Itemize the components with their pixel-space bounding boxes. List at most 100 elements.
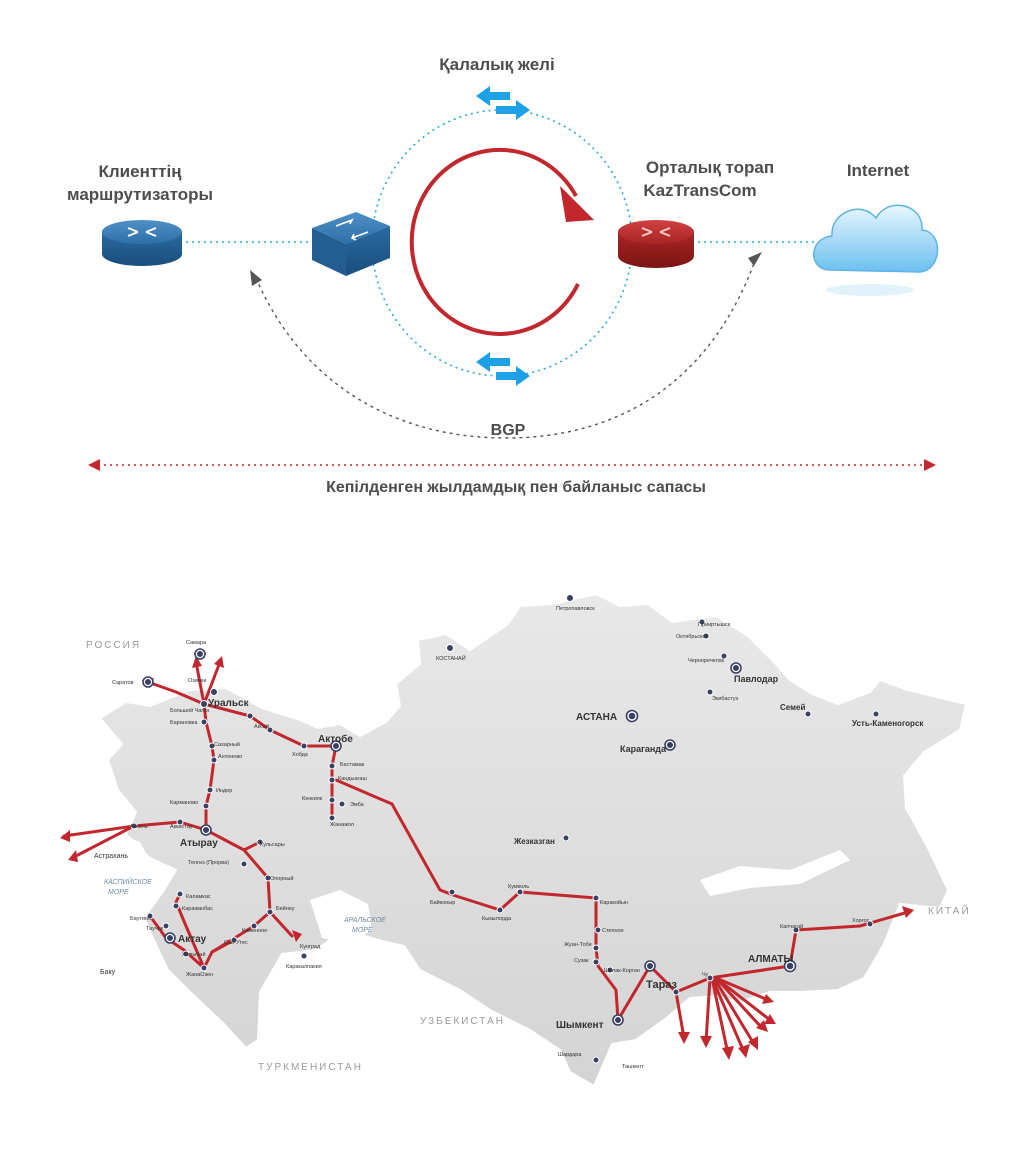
city-baku: Баку (100, 969, 116, 976)
city-bestamak: Бестамак (340, 762, 365, 768)
country-turkmenistan: ТУРКМЕНИСТАН (258, 1062, 363, 1073)
city-network-label: Қалалық желі (439, 55, 554, 74)
city-chernorechensk: Черноречеnsk (688, 658, 725, 664)
city-ekibastuz: Экибастуз (712, 696, 739, 702)
city-kungrad: Кунград (300, 944, 321, 950)
city-opornyi: Опорный (270, 875, 293, 882)
internet-cloud-icon (813, 204, 939, 296)
rotation-arrow-icon (409, 147, 580, 336)
city-ust-kamenogorsk: Усть-Каменогорск (852, 719, 924, 728)
kazakhstan-territory (98, 592, 968, 1088)
city-karaganda: Караганда (620, 744, 667, 754)
city-sholak-korgan: Шолак-Корган (604, 968, 640, 974)
city-aktobe: Актобе (318, 733, 353, 745)
city-zhanazhol: Жанажол (330, 822, 354, 828)
route-arrowheads (60, 656, 914, 1060)
city-inder: Индер (216, 788, 232, 794)
city-pavlodar: Павлодар (734, 674, 779, 684)
city-stepnoe: Степное (602, 928, 624, 934)
caspian-label-2: МОРЕ (108, 889, 129, 896)
hub-label-line1: Орталық торап (646, 158, 774, 177)
city-karakoyn: Каракойын (600, 899, 628, 906)
caspian-sea (58, 830, 150, 980)
city-beyneu: Бейнеу (276, 905, 295, 912)
city-akkol: Акколь (130, 824, 148, 830)
bottom-exchange-arrows-icon (476, 352, 530, 386)
city-kapchagai: Капчагай (780, 923, 803, 930)
city-suzak: Сузак (574, 958, 589, 964)
city-akkistau: Аккистау (170, 824, 193, 830)
city-bolshoy-chagan: Большой Чаган (170, 707, 209, 714)
city-tengiz: Тенгиз (Прорва) (188, 860, 229, 866)
city-semey: Семей (780, 703, 805, 712)
city-oktyabrsk: Октябрьское (676, 634, 709, 640)
caspian-label-1: КАСПИЙСКОЕ (104, 877, 152, 886)
rotation-arrowhead-icon (560, 186, 594, 222)
city-kalamkas: Каламкас (186, 894, 211, 900)
bgp-label: BGP (491, 422, 526, 439)
country-china: КИТАЙ (928, 904, 971, 917)
city-shardara: Шардара (558, 1052, 582, 1058)
city-zhezkazgan: Жезказган (513, 837, 555, 846)
top-exchange-arrows-icon (476, 86, 530, 120)
guarantee-arrow-right-icon (924, 459, 936, 471)
city-chu: Чу (702, 972, 709, 978)
city-sakharny: Сахарный (214, 741, 240, 748)
major-city-labels: АСТАНА АЛМАТЫ Уральск Актобе Атырау Акта… (178, 674, 924, 1031)
city-karakalpak: Каракалпакия (286, 964, 322, 970)
aral-label-1: АРАЛЬСКОЕ (343, 917, 386, 924)
city-bautino: Баутино (130, 916, 151, 922)
city-uralsk: Уральск (208, 698, 250, 709)
city-samara: Самара (186, 640, 207, 646)
city-zhuan-tobe: Жуан-Тобе (564, 942, 592, 948)
city-kandyagash: Кандыагаш (338, 776, 367, 782)
city-astana: АСТАНА (576, 712, 617, 723)
city-karmanovo: Карманово (170, 800, 198, 806)
guarantee-label: Кепілденген жылдамдық пен байланыс сапас… (326, 479, 706, 496)
switch-icon (312, 212, 390, 276)
city-karazhanbas: Каражанбас (182, 906, 213, 912)
city-emba: Эмба (350, 802, 365, 808)
client-router-label-line1: Клиенттің (99, 162, 183, 181)
client-router-label-line2: маршрутизаторы (67, 185, 213, 204)
city-kamennoe: Каменное (242, 928, 267, 934)
city-kostanay: КОСТАНАЙ (436, 654, 466, 662)
aral-sea (310, 890, 372, 944)
city-astrakhan: Астрахань (94, 853, 128, 860)
network-diagram: Қалалық желі Клиенттің маршрутизаторы (67, 55, 939, 496)
hub-router-icon (618, 220, 694, 268)
country-russia: РОССИЯ (86, 640, 141, 651)
city-aktau: Актау (178, 934, 207, 945)
city-ozinki: Озинки (188, 678, 206, 684)
city-kyzylorda: Кызылорда (482, 916, 512, 922)
city-khorgos: Хоргос (852, 918, 870, 924)
major-city-markers (142, 648, 797, 1026)
city-tauchik: Таучик (146, 926, 164, 932)
client-router-icon (102, 220, 182, 266)
city-shymkent: Шымкент (556, 1020, 604, 1031)
guarantee-arrow-left-icon (88, 459, 100, 471)
city-taraz: Тараз (646, 979, 678, 991)
city-saratov: Саратов (112, 680, 134, 686)
city-atyrau: Атырау (180, 838, 218, 849)
city-almaty: АЛМАТЫ (748, 954, 794, 965)
city-baikonur: Байконыр (430, 899, 455, 906)
bgp-arc (255, 257, 757, 439)
city-baranovka: Барановка (170, 720, 198, 726)
country-uzbekistan: УЗБЕКИСТАН (420, 1016, 505, 1027)
minor-city-labels: Петропавловск КОСТАНАЙ Прииртышск Октябр… (94, 606, 870, 1070)
bgp-arrowhead-right-icon (748, 252, 762, 266)
city-kumkol: Кумколь (508, 884, 529, 890)
hub-label-line2: KazTransCom (643, 181, 756, 200)
city-kenkiyak: Кенкияк (302, 796, 323, 802)
city-khobda: Хобда (292, 752, 309, 758)
balkhash-lake (700, 850, 850, 896)
aral-label-2: МОРЕ (352, 927, 373, 934)
city-petropavlovsk: Петропавловск (556, 606, 595, 612)
kazakhstan-network-map: РОССИЯ КИТАЙ УЗБЕКИСТАН ТУРКМЕНИСТАН КАС… (58, 592, 971, 1088)
city-kulsary: Кульсары (260, 842, 285, 848)
bgp-arrowhead-left-icon (250, 270, 262, 286)
southern-link-arrows (674, 976, 772, 1056)
city-sai-utes: Сай-Утес (224, 939, 248, 946)
city-markers (130, 594, 880, 1064)
